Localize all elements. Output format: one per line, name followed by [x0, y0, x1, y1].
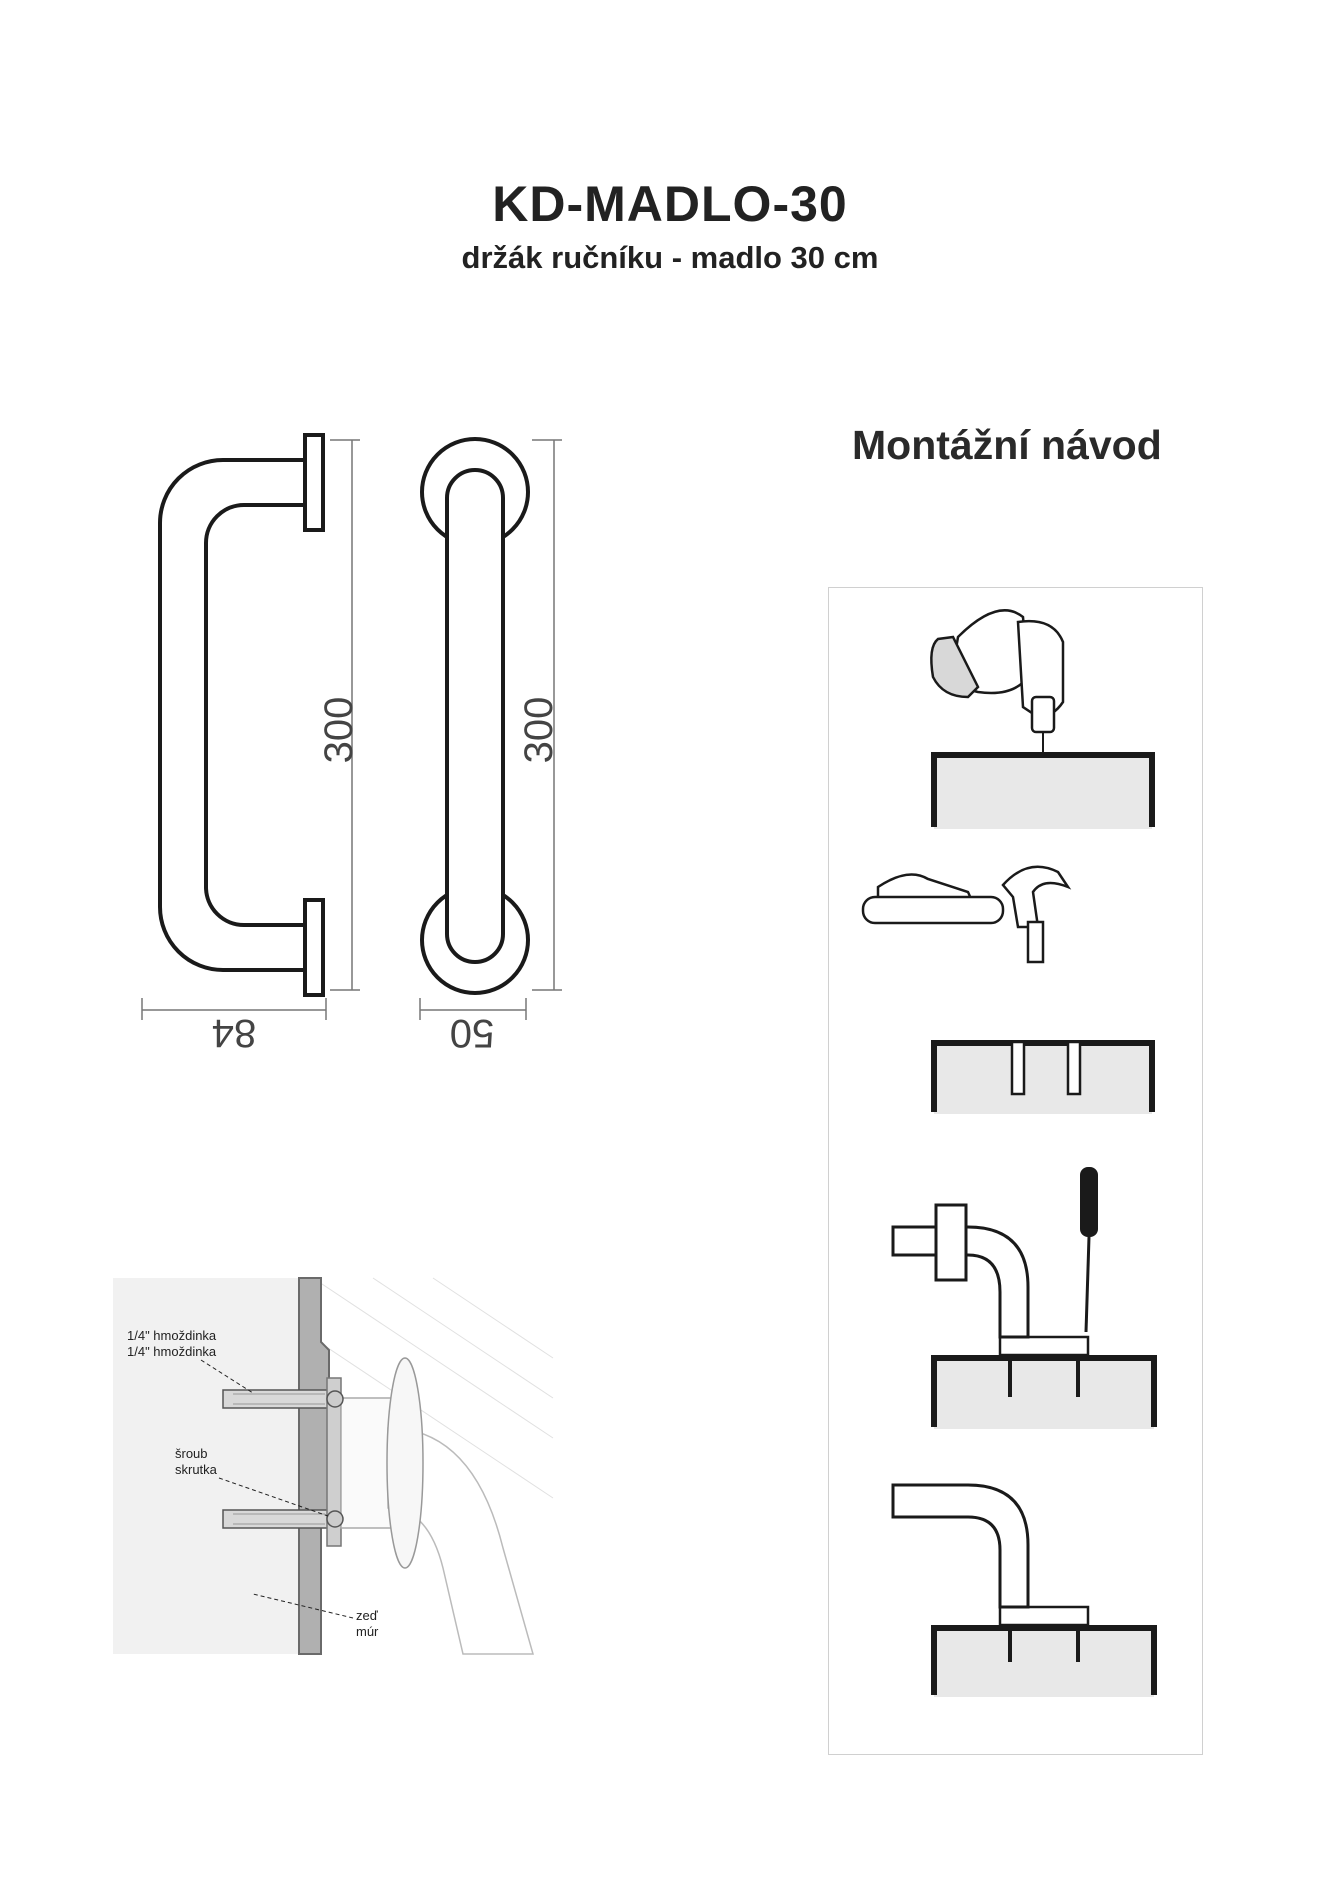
- installed-handle-icon: [891, 1483, 1030, 1609]
- anchor-label-1: 1/4" hmoždinka: [127, 1328, 217, 1343]
- handle-outer-outline: [158, 458, 305, 972]
- screwdriver-icon: [1080, 1167, 1098, 1333]
- product-description: držák ručníku - madlo 30 cm: [461, 240, 879, 275]
- front-bar: [445, 468, 505, 964]
- screw-top-head: [326, 1390, 344, 1408]
- front-view-drawing: 300 50: [419, 437, 562, 1055]
- anchor-top: [222, 1389, 330, 1409]
- bottom-rosette: [303, 898, 325, 997]
- hammer-icon: [861, 865, 1072, 964]
- rosette-detail: [386, 1357, 424, 1569]
- screw-label-1: šroub: [175, 1446, 208, 1461]
- screwdriver-step: [891, 1167, 1157, 1429]
- drill-step: [930, 609, 1155, 829]
- instructions-title: Montážní návod: [852, 422, 1162, 468]
- mounting-detail: 1/4" hmoždinka 1/4" hmoždinka šroub skru…: [113, 1277, 554, 1655]
- product-code: KD-MADLO-30: [492, 176, 848, 232]
- side-depth-label: 84: [212, 1011, 257, 1055]
- anchor-label-2: 1/4" hmoždinka: [127, 1344, 217, 1359]
- fitting-body: [340, 1397, 394, 1529]
- anchor-bottom: [222, 1509, 330, 1529]
- front-width-label: 50: [450, 1011, 495, 1055]
- handle-fitting-icon: [891, 1225, 1030, 1339]
- side-height-label: 300: [317, 697, 361, 764]
- instructions-panel: [828, 587, 1203, 1755]
- handle-inner-outline: [204, 503, 305, 927]
- wall-label-2: múr: [356, 1624, 379, 1639]
- screw-bottom-head: [326, 1510, 344, 1528]
- hammer-step: [861, 865, 1155, 1114]
- drill-icon: [930, 609, 1065, 757]
- front-height-label: 300: [517, 697, 561, 764]
- side-view-drawing: 300 84: [141, 433, 361, 1055]
- wall-label-1: zeď: [356, 1608, 379, 1623]
- screw-label-2: skrutka: [175, 1462, 218, 1477]
- top-rosette: [303, 433, 325, 532]
- finished-step: [891, 1483, 1157, 1697]
